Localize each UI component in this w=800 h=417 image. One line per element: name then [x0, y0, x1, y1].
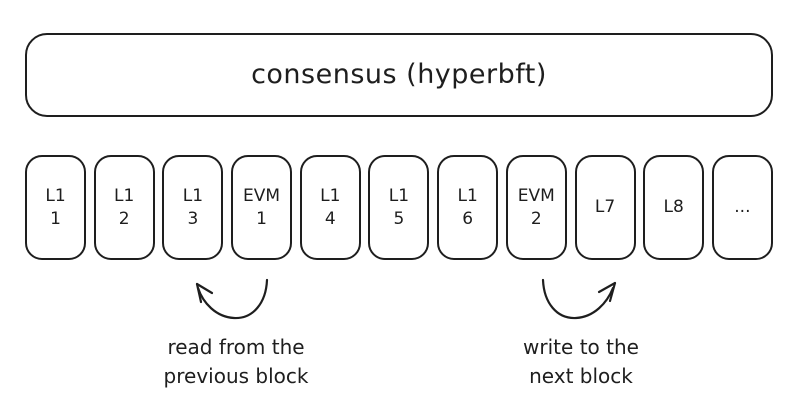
block-label: ... [734, 197, 751, 217]
block-l7: L7 [574, 155, 636, 260]
block-l1-2: L1 2 [93, 155, 155, 260]
block-label: EVM [517, 185, 555, 206]
block-number: 3 [187, 208, 199, 229]
block-label: L1 [320, 185, 341, 206]
block-l1-1: L1 1 [25, 155, 86, 260]
block-label: L1 [457, 185, 478, 206]
write-arrow-icon [541, 278, 617, 320]
block-ellipsis: ... [711, 155, 773, 260]
block-number: 5 [393, 208, 405, 229]
block-l8: L8 [643, 155, 705, 260]
write-annotation: write to the next block [471, 333, 691, 391]
block-label: L8 [663, 197, 684, 217]
block-number: 2 [530, 208, 542, 229]
consensus-box: consensus (hyperbft) [25, 33, 773, 117]
block-label: L1 [114, 185, 135, 206]
block-number: 6 [462, 208, 474, 229]
block-number: 1 [256, 208, 267, 229]
block-label: L7 [594, 197, 616, 217]
block-label: L1 [182, 185, 204, 206]
write-annotation-line2: next block [529, 364, 633, 388]
read-arrow-icon [195, 278, 269, 320]
block-number: 2 [118, 208, 130, 229]
block-l1-5: L1 5 [368, 155, 430, 260]
block-label: L1 [388, 185, 410, 206]
block-number: 4 [324, 208, 336, 229]
read-annotation: read from the previous block [126, 333, 346, 391]
block-evm-2: EVM 2 [505, 155, 567, 260]
block-evm-1: EVM 1 [231, 155, 293, 260]
block-l1-6: L1 6 [437, 155, 499, 260]
block-label: L1 [45, 185, 66, 206]
block-label: EVM [243, 185, 281, 206]
blocks-row: L1 1 L1 2 L1 3 EVM 1 L1 4 L1 5 L1 6 EVM [25, 155, 773, 260]
block-l1-3: L1 3 [162, 155, 224, 260]
block-l1-4: L1 4 [299, 155, 361, 260]
read-annotation-line2: previous block [163, 364, 309, 388]
read-annotation-line1: read from the [167, 335, 305, 359]
consensus-label: consensus (hyperbft) [251, 58, 547, 90]
write-annotation-line1: write to the [523, 335, 639, 359]
block-number: 1 [50, 208, 61, 229]
